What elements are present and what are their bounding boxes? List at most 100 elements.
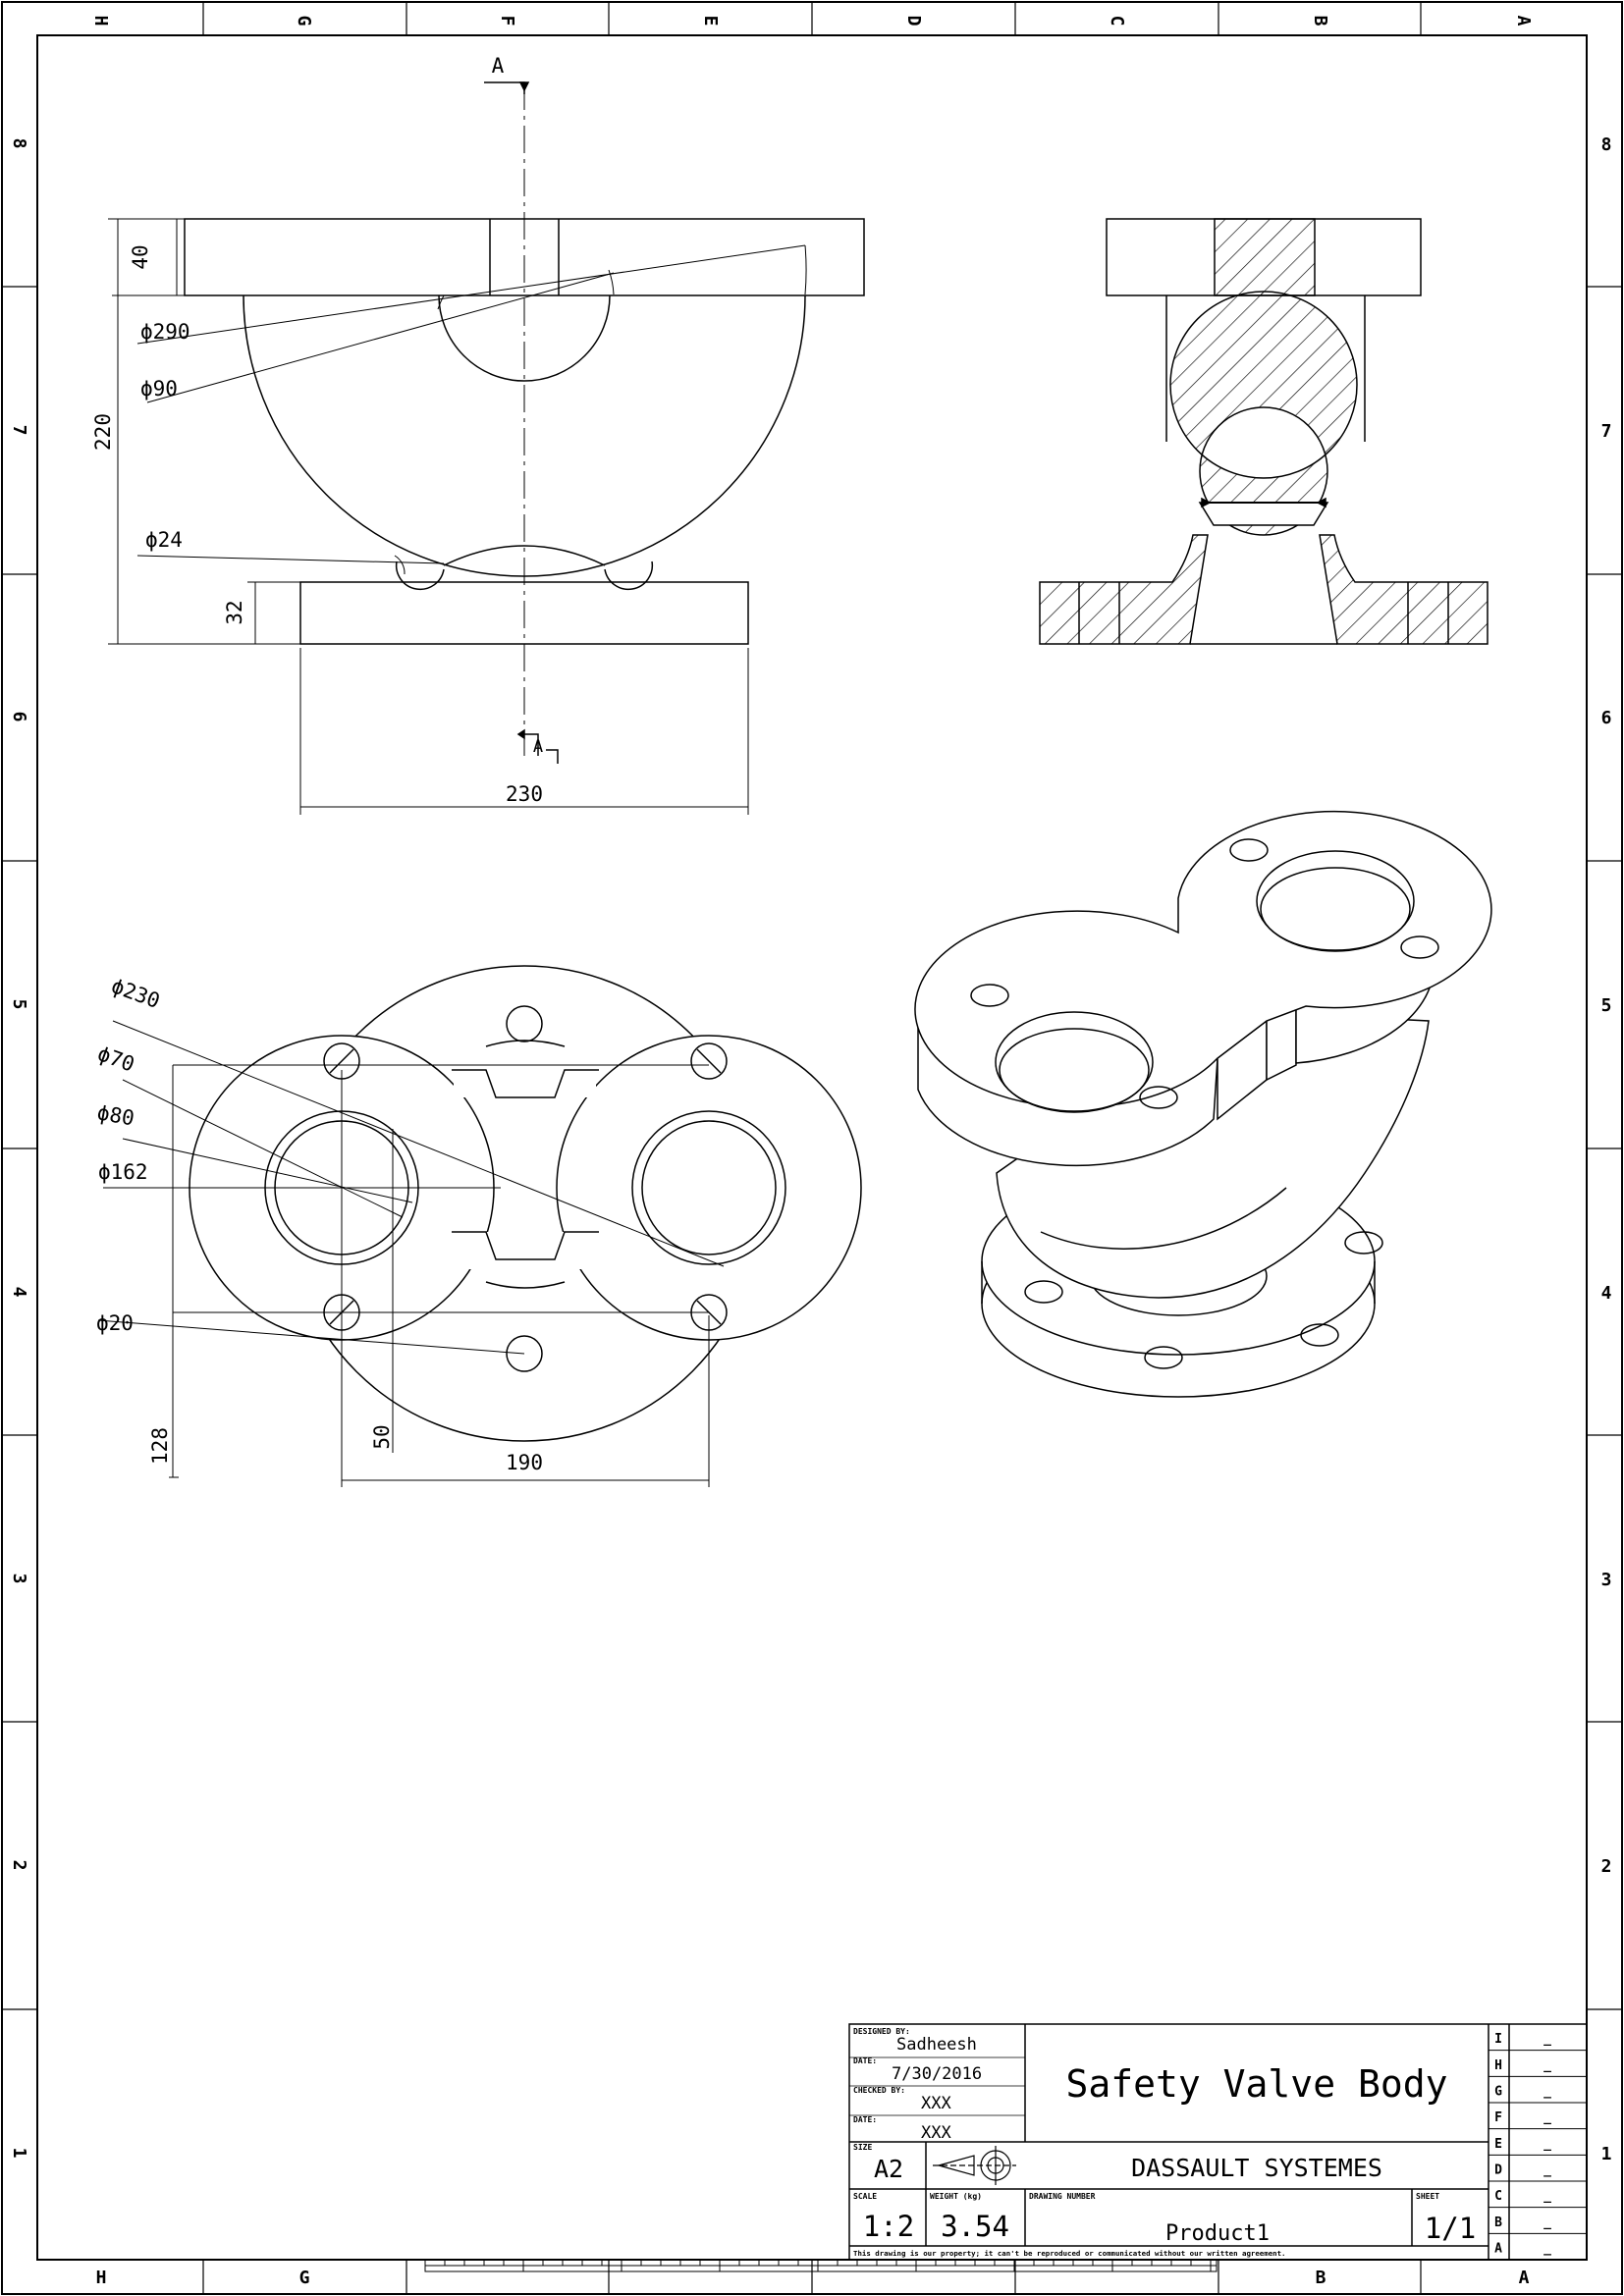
zone-labels-bottom: H G B A [96,2268,1530,2288]
revision-value: _ [1543,2189,1551,2204]
zone-col-bottom-b: B [1316,2268,1326,2288]
tb-date: 7/30/2016 [892,2064,982,2084]
tb-sheet: 1/1 [1425,2212,1476,2245]
front-view [184,81,865,764]
zone-labels-right: 8 7 6 5 4 3 2 1 [1601,134,1612,2164]
bottom-ruler [424,2259,1218,2272]
front-dimensions [108,218,807,815]
dim-front-height-220: 220 [91,413,115,451]
zone-col-top-f: F [497,16,517,27]
front-neck [443,545,606,566]
revision-value: _ [1543,2058,1551,2073]
tb-checked-by: XXX [921,2094,951,2113]
tb-size-label: SIZE [853,2143,872,2152]
tb-checked-by-label: CHECKED BY: [853,2086,905,2095]
dim-front-height-40: 40 [129,244,152,269]
tb-company: DASSAULT SYSTEMES [1131,2154,1382,2182]
bottom-ruler-ticks [424,2260,1212,2271]
zone-row-left-5: 5 [9,999,29,1010]
dim-bottom-height-128: 128 [148,1427,172,1465]
dim-front-width-230: 230 [506,782,543,806]
revision-letter: E [1494,2137,1502,2152]
zone-row-right-7: 7 [1601,421,1612,442]
zone-row-right-2: 2 [1601,1856,1612,1877]
section-label-top: A [492,54,505,78]
tb-date2: XXX [921,2123,951,2143]
bottom-bore-right-outer [631,1110,786,1265]
tb-designed-by-label: DESIGNED BY: [853,2027,910,2036]
revision-table: I _ H _ G _ F _ E _ D _ C _ B _ A _ [1489,2032,1587,2257]
zone-row-right-3: 3 [1601,1570,1612,1590]
tb-scale: 1:2 [863,2210,914,2243]
zone-col-top-d: D [903,16,924,27]
dim-front-height-32: 32 [223,600,246,624]
tb-drawing-number: Product1 [1165,2221,1270,2246]
zone-row-left-6: 6 [9,712,29,722]
tb-weight-label: WEIGHT (kg) [930,2192,982,2201]
tb-title: Safety Valve Body [1066,2062,1448,2106]
revision-value: _ [1543,2110,1551,2125]
zone-row-right-5: 5 [1601,995,1612,1016]
zone-row-left-8: 8 [9,138,29,149]
zone-row-left-3: 3 [9,1574,29,1584]
tb-sheet-label: SHEET [1416,2192,1439,2201]
zone-col-top-b: B [1310,16,1330,27]
zone-col-bottom-g: G [299,2268,310,2288]
tb-weight: 3.54 [941,2210,1009,2243]
zone-row-right-6: 6 [1601,708,1612,728]
tb-disclaimer: This drawing is our property; it can't b… [853,2249,1286,2258]
tb-date2-label: DATE: [853,2115,877,2124]
zone-col-top-a: A [1513,16,1534,27]
revision-letter: F [1494,2110,1502,2125]
revision-letter: A [1494,2242,1502,2257]
isometric-view [914,810,1492,1398]
revision-letter: H [1494,2058,1502,2073]
front-inner-bore-arc [438,294,611,382]
zone-col-top-c: C [1107,16,1127,27]
tb-drawing-number-label: DRAWING NUMBER [1029,2192,1096,2201]
zone-col-top-h: H [90,16,111,27]
revision-letter: I [1494,2032,1502,2047]
section-view [1039,218,1489,645]
tb-scale-label: SCALE [853,2192,877,2201]
dim-front-dia-290: ϕ290 [140,320,190,344]
tb-size: A2 [874,2155,903,2183]
revision-letter: G [1494,2085,1502,2100]
revision-value: _ [1543,2137,1551,2152]
zone-row-right-8: 8 [1601,134,1612,155]
zone-labels: H G F E D C B A H G B A 8 7 6 5 4 3 2 1 … [9,16,1612,2288]
revision-value: _ [1543,2163,1551,2178]
revision-letter: C [1494,2189,1502,2204]
zone-col-top-e: E [700,16,721,27]
revision-letter: D [1494,2163,1502,2178]
tb-date-label: DATE: [853,2056,877,2065]
dim-bottom-dia-70: ϕ70 [94,1041,137,1077]
zone-col-bottom-h: H [96,2268,107,2288]
revision-value: _ [1543,2085,1551,2100]
zone-row-left-1: 1 [9,2148,29,2159]
revision-value: _ [1543,2032,1551,2047]
dim-front-dia-90: ϕ90 [140,377,178,400]
section-label-bottom: A [533,737,543,757]
bottom-view [189,965,862,1442]
zone-col-bottom-a: A [1519,2268,1530,2288]
zone-row-right-4: 4 [1601,1283,1612,1304]
title-block [848,2023,1588,2261]
dim-bottom-dia-20: ϕ20 [96,1311,134,1335]
section-hatched-ring [1169,291,1358,536]
zone-col-top-g: G [294,16,314,27]
bottom-dimensions [97,1020,725,1487]
dim-bottom-dia-80: ϕ80 [95,1100,136,1130]
tb-designed-by: Sadheesh [896,2035,977,2055]
revision-value: _ [1543,2216,1551,2230]
iso-elbow-body [996,1010,1430,1299]
zone-row-left-4: 4 [9,1287,29,1298]
dim-bottom-offset-50: 50 [370,1424,394,1449]
revision-letter: B [1494,2216,1502,2230]
dim-bottom-dia-230: ϕ230 [108,974,163,1013]
zone-labels-left: 8 7 6 5 4 3 2 1 [9,138,29,2159]
revision-value: _ [1543,2242,1551,2257]
zone-row-left-2: 2 [9,1860,29,1871]
